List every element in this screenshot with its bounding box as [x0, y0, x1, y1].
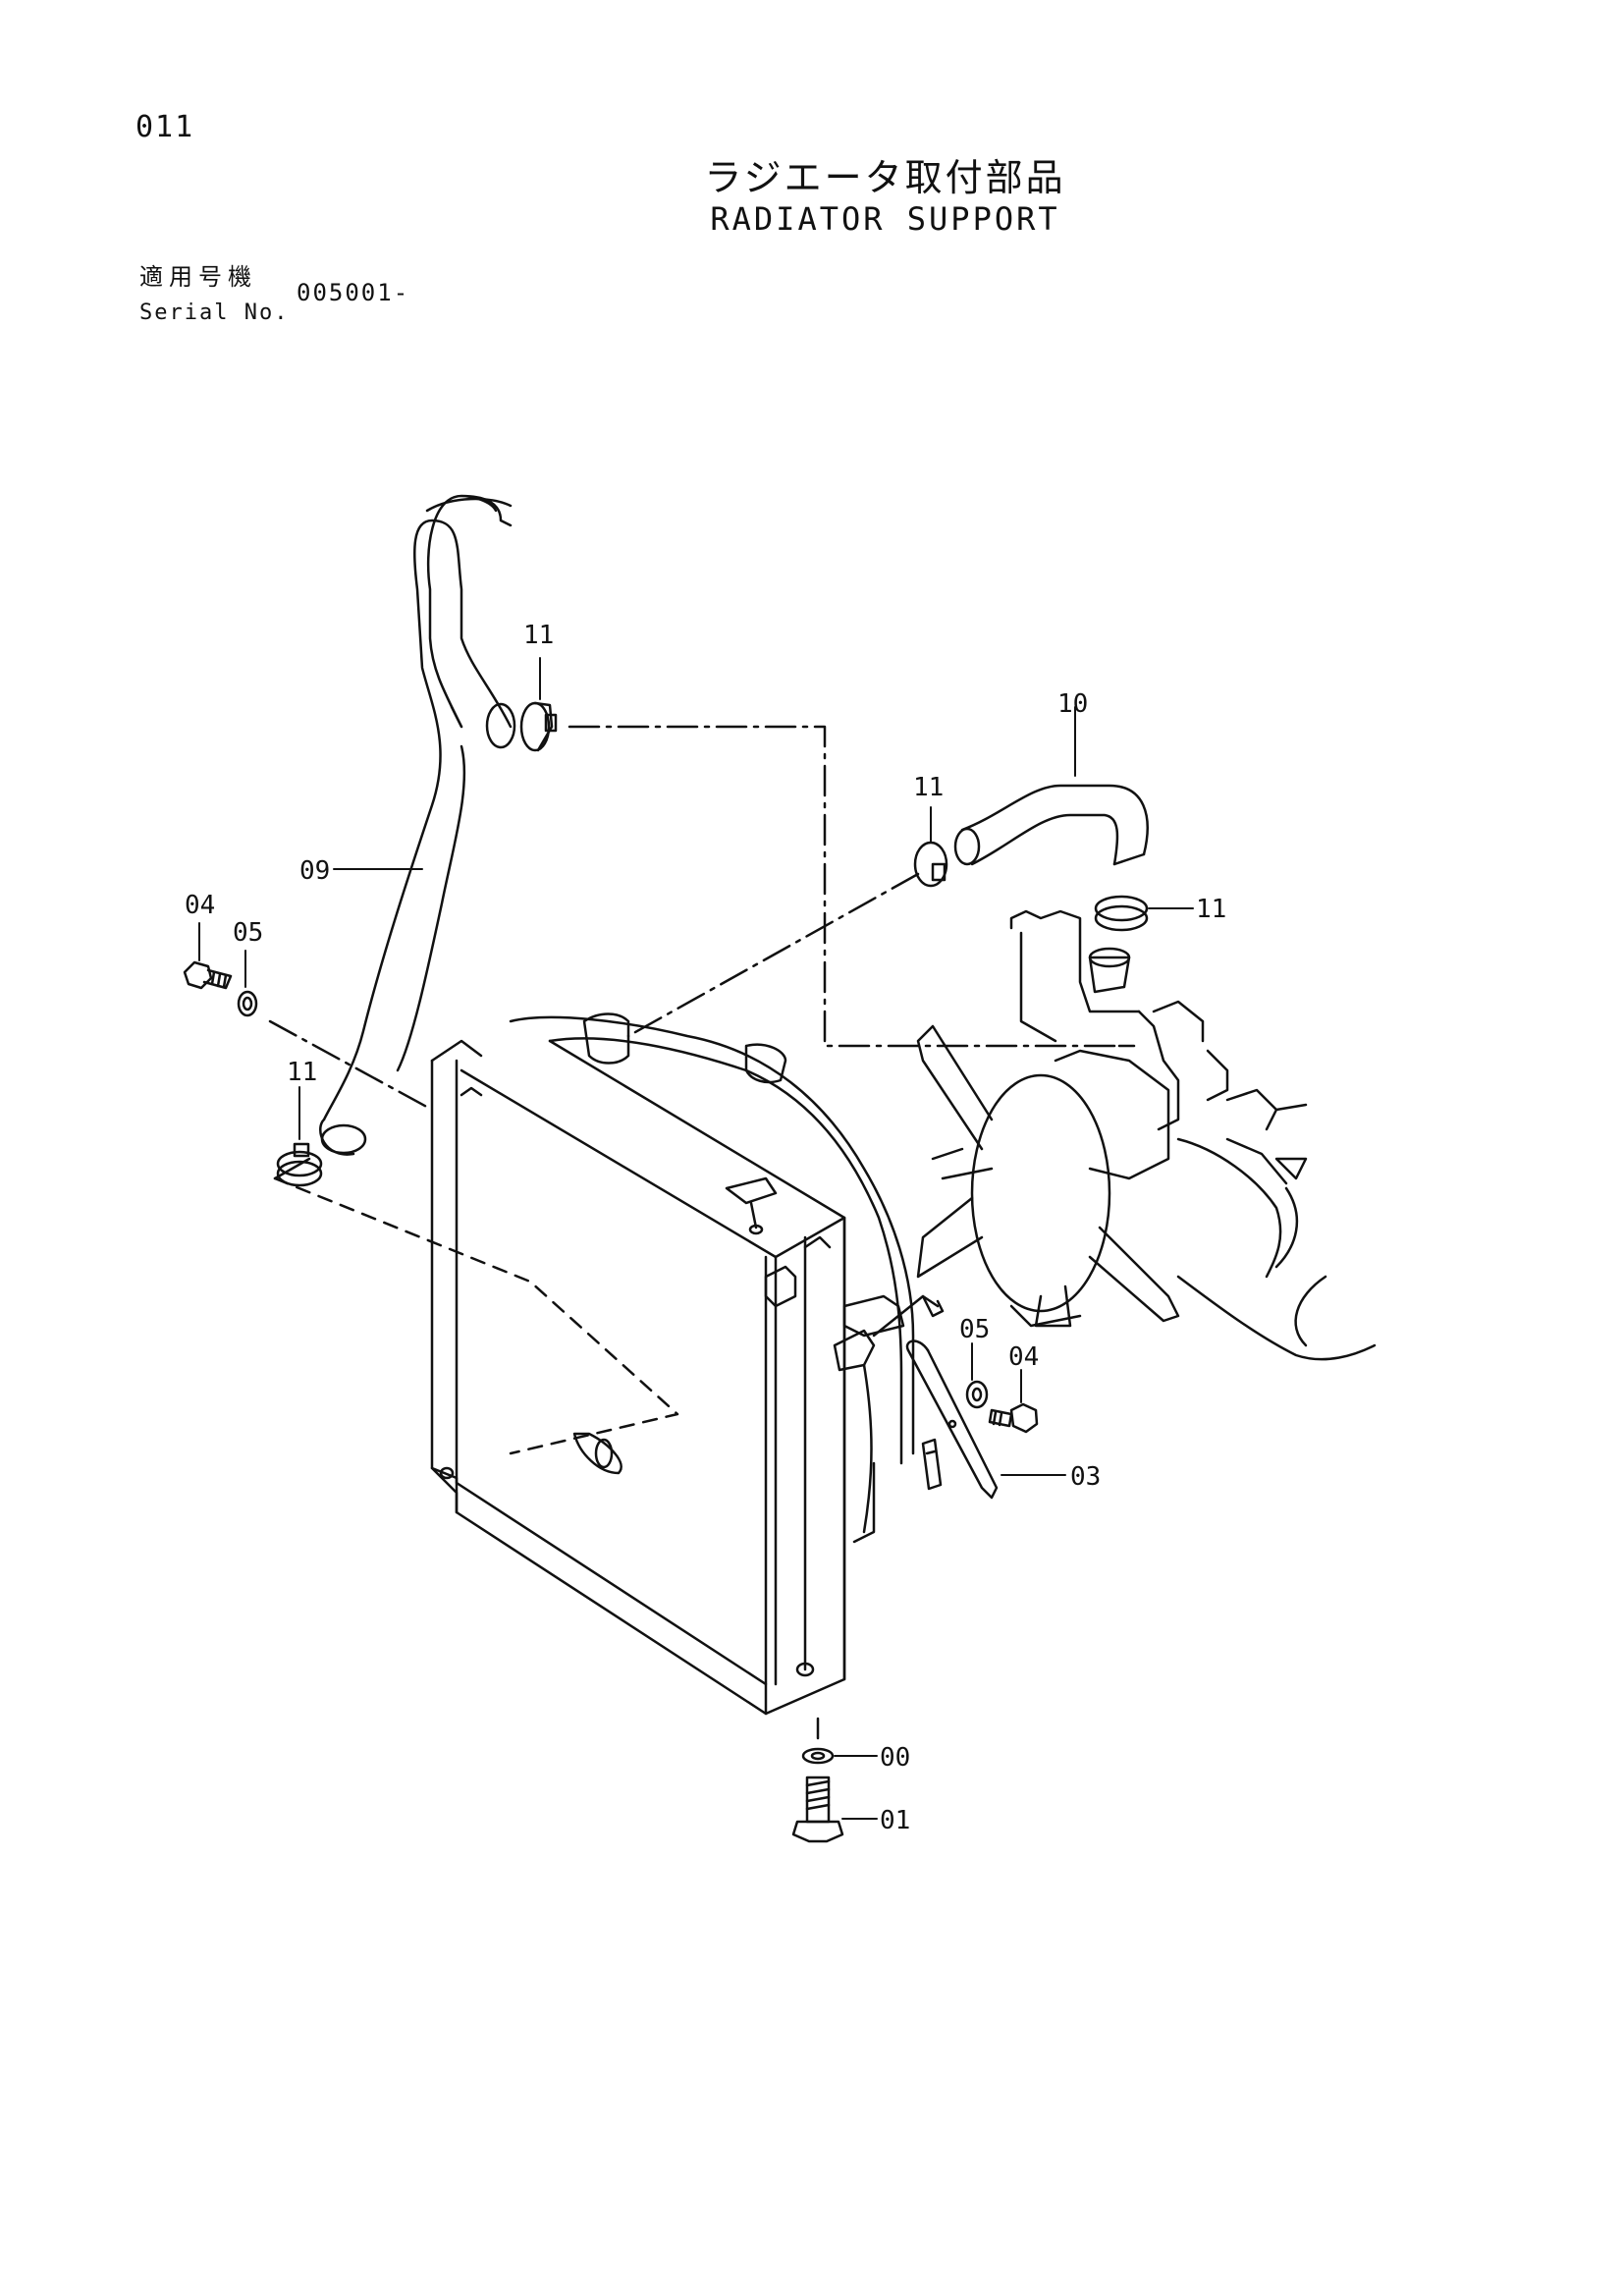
callout-11-right: 11 — [1196, 895, 1226, 924]
hose-clamp-11-right — [1094, 895, 1149, 932]
bolt-01 — [791, 1776, 844, 1843]
hose-clamp-11-mid — [913, 841, 948, 888]
callout-11-left: 11 — [287, 1058, 317, 1087]
bolt-04-right — [988, 1402, 1039, 1434]
lower-hose-10 — [953, 784, 1149, 866]
callout-labels: 11 10 11 11 09 04 05 11 05 04 03 00 01 — [185, 621, 1226, 1835]
callout-04-left: 04 — [185, 891, 215, 920]
serial-label-english: Serial No. — [139, 301, 290, 325]
upper-hose-09 — [319, 494, 516, 1156]
callout-05-right: 05 — [959, 1315, 990, 1344]
callout-11-top: 11 — [523, 621, 554, 650]
serial-number-value: 005001- — [297, 279, 410, 306]
page-number: 011 — [135, 110, 195, 144]
callout-01: 01 — [880, 1806, 910, 1835]
callout-leaders — [198, 657, 1194, 1820]
callout-09: 09 — [299, 856, 330, 886]
engine-and-fan — [916, 909, 1377, 1361]
washer-05-left — [237, 990, 258, 1017]
callout-03: 03 — [1070, 1462, 1101, 1492]
serial-label-japanese: 適用号機 — [139, 263, 257, 291]
washer-05-right — [965, 1380, 989, 1409]
hose-clamp-11-left — [276, 1142, 323, 1187]
callout-10: 10 — [1057, 689, 1088, 719]
radiator-core — [430, 1039, 846, 1716]
radiator-shroud — [509, 1012, 945, 1544]
callout-04-right: 04 — [1008, 1342, 1039, 1372]
callout-00: 00 — [880, 1743, 910, 1773]
hose-clamp-11-top — [519, 701, 558, 752]
callout-05-left: 05 — [233, 918, 263, 948]
callout-11-right-upper: 11 — [913, 773, 944, 802]
title-japanese: ラジエータ取付部品 — [704, 156, 1066, 199]
title-english: RADIATOR SUPPORT — [710, 200, 1060, 238]
bolt-04-left — [183, 960, 233, 990]
washer-00 — [801, 1747, 835, 1765]
support-stay-03 — [905, 1339, 999, 1500]
